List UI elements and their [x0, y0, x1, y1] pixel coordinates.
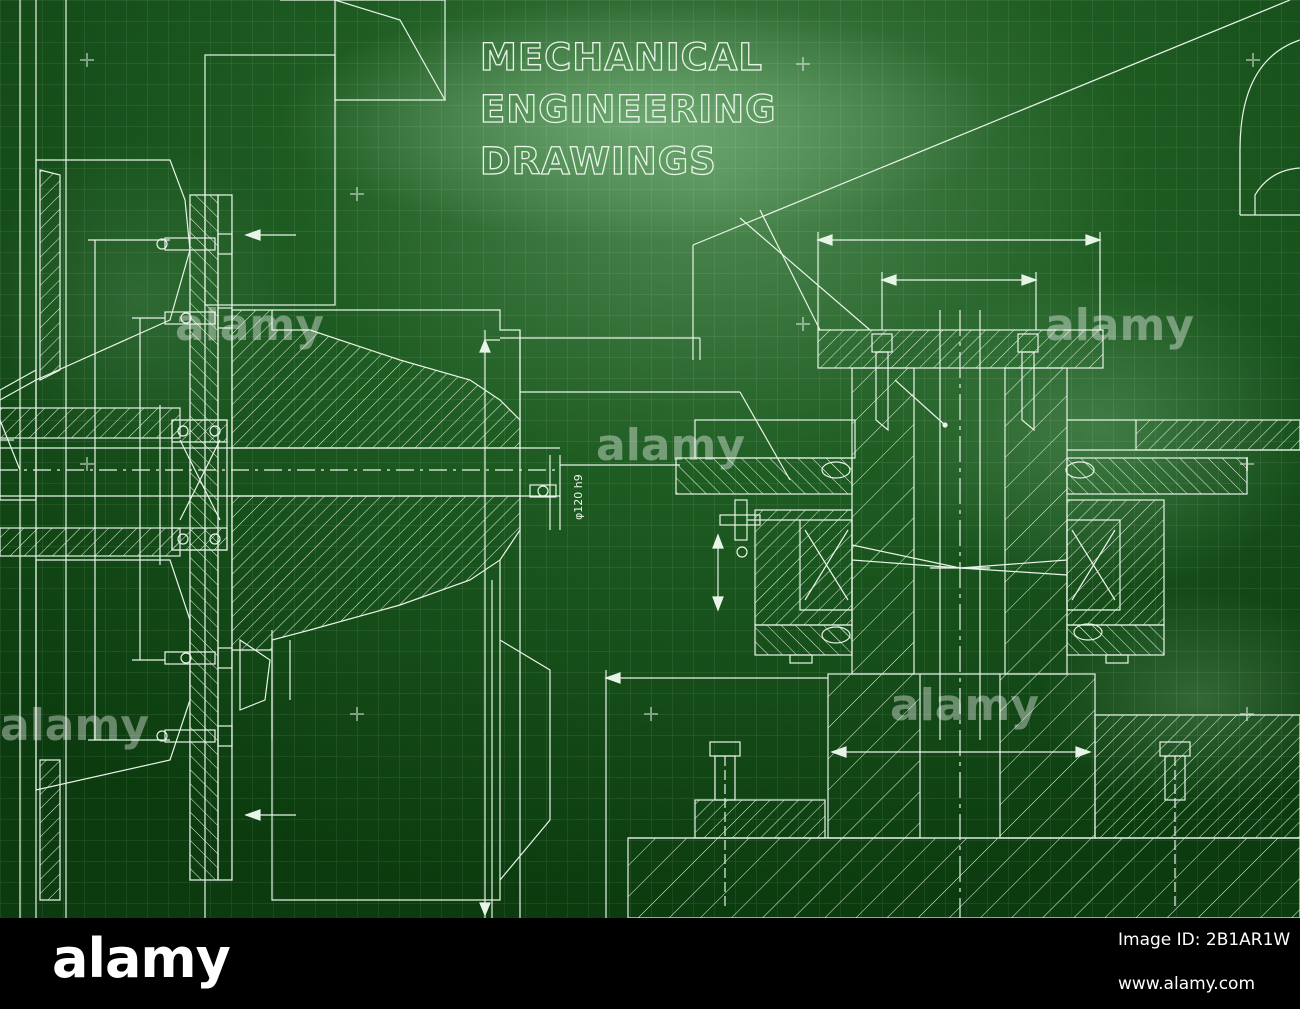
watermark-plus-marks	[80, 53, 1260, 721]
left-assembly	[0, 0, 560, 918]
title-line-3: DRAWINGS	[480, 140, 717, 183]
bolt	[164, 647, 233, 669]
bolt	[1159, 741, 1191, 910]
watermarks: alamy alamy alamy alamy alamy	[0, 300, 1194, 751]
central-hub	[231, 309, 561, 918]
image-id-label: Image ID: 2B1AR1W	[1118, 930, 1291, 950]
watermark: alamy	[0, 700, 149, 751]
watermark: alamy	[890, 680, 1039, 731]
watermark: alamy	[596, 420, 745, 471]
site-link[interactable]: www.alamy.com	[1118, 974, 1256, 994]
title-line-2: ENGINEERING	[480, 88, 777, 131]
watermark: alamy	[175, 300, 324, 351]
dimension-label: φ120 h9	[572, 474, 585, 520]
bolt	[156, 233, 233, 255]
mechanical-drawing: φ120 h9 alamy alamy alamy alamy alamy ME…	[0, 0, 1300, 918]
drawing-lines	[0, 0, 1300, 918]
title-line-1: MECHANICAL	[480, 36, 763, 79]
footer: alamy Image ID: 2B1AR1W www.alamy.com	[0, 918, 1300, 1009]
alamy-logo[interactable]: alamy	[52, 927, 231, 990]
diagram-title: MECHANICAL ENGINEERING DRAWINGS	[479, 35, 777, 183]
right-assembly	[604, 0, 1300, 918]
bolt	[709, 741, 741, 910]
bolt	[156, 725, 233, 747]
watermark: alamy	[1045, 300, 1194, 351]
